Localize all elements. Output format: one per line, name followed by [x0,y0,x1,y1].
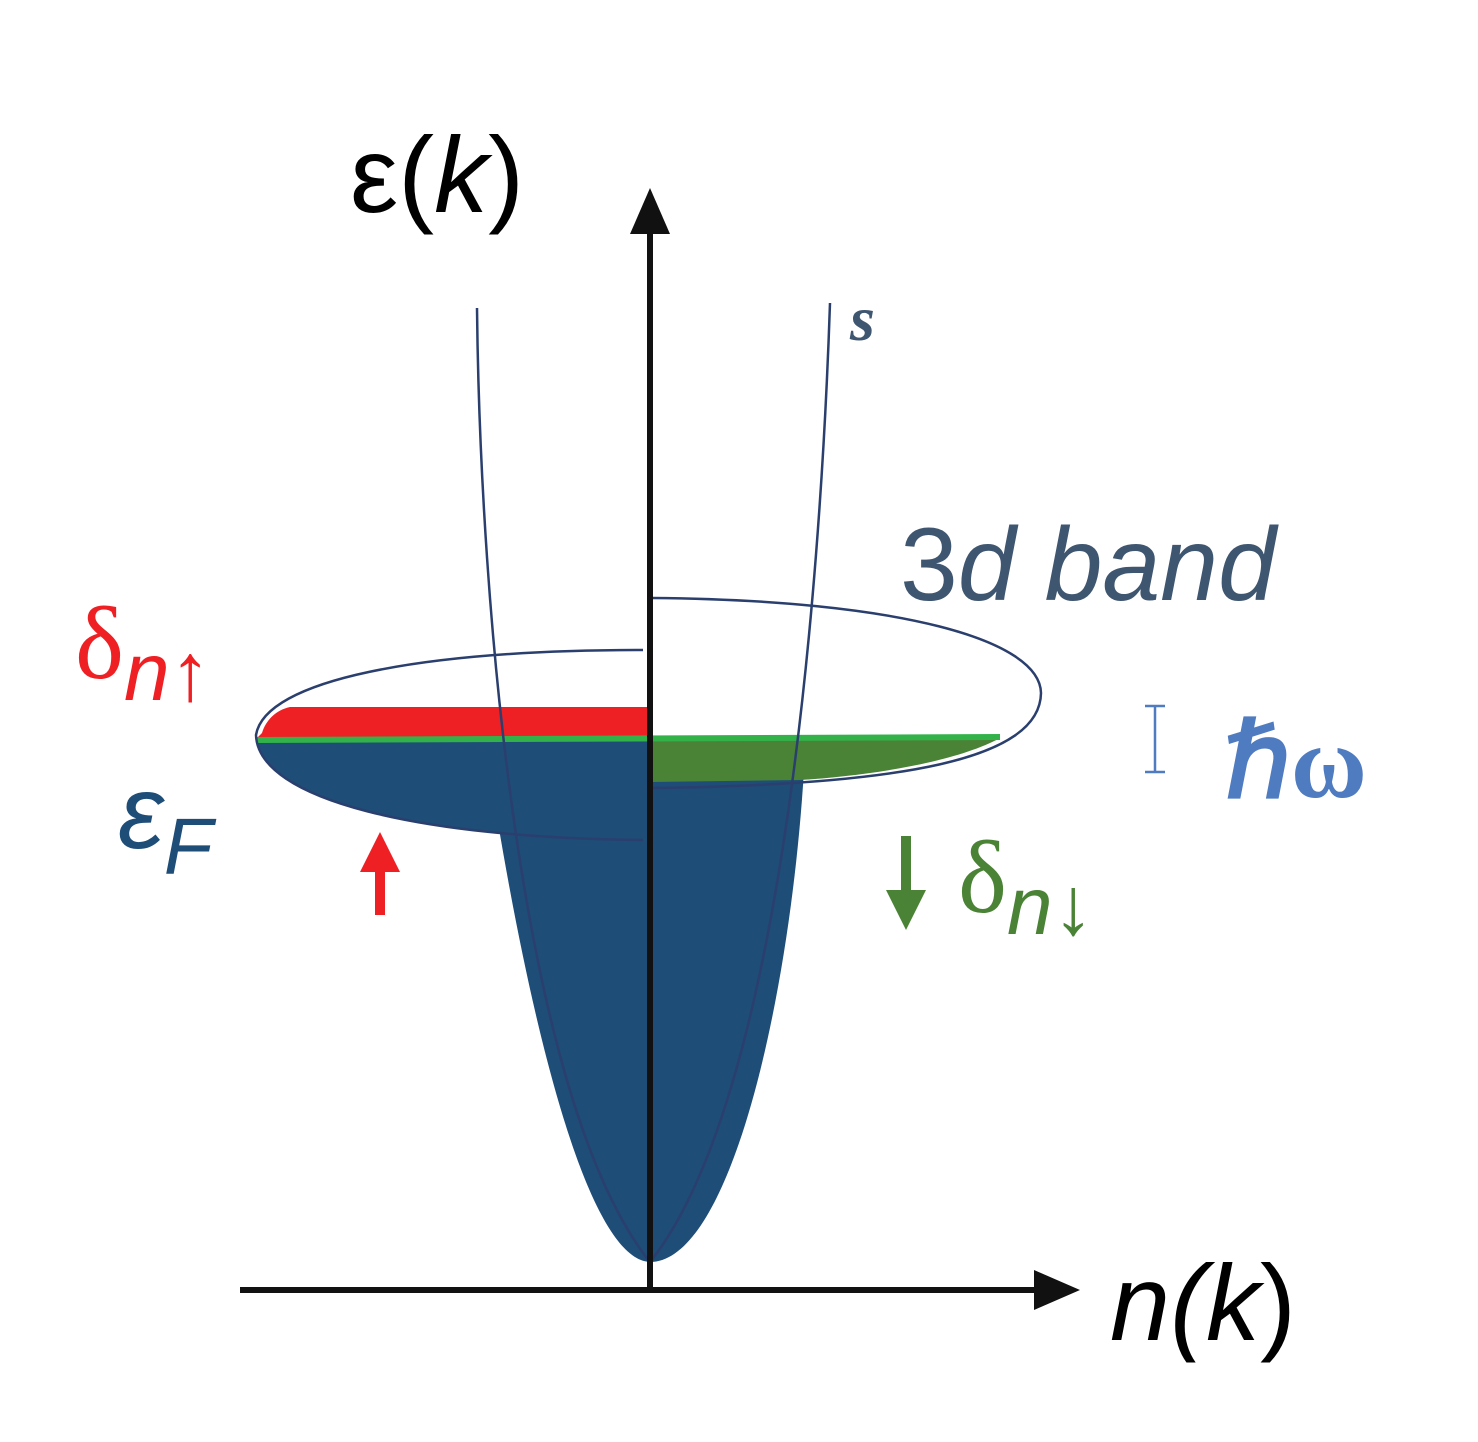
s-band-curve-right [649,302,832,1263]
spin-up-excess-region [258,707,650,737]
spin-down-depleted-region [650,738,1000,782]
hbar-omega-label: ℏω [1225,705,1367,820]
s-band-label: s [849,283,875,354]
d-band-label: 3d band [900,507,1279,623]
fermi-level-line [255,734,1001,743]
s-band-occupied-right [650,770,804,1262]
d-band-outline-left [254,648,644,842]
x-axis-label: n(k) [1110,1242,1296,1363]
y-axis-arrowhead [630,188,670,234]
delta-n-down-label: δn↓ [958,820,1094,952]
y-axis-label: ε(k) [350,114,524,235]
energy-gap-bracket [1145,704,1165,774]
fermi-energy-label: εF [118,755,217,891]
spin-up-arrow-icon [360,832,400,915]
s-band-curve-left [475,307,651,1263]
x-axis-arrowhead [1034,1270,1080,1310]
d-band-occupied-left [256,741,650,840]
d-band-outline-right [651,596,1043,790]
spin-down-arrow-icon [886,836,926,930]
delta-n-up-label: δn↑ [75,586,211,718]
s-band-occupied-left [485,741,650,1262]
